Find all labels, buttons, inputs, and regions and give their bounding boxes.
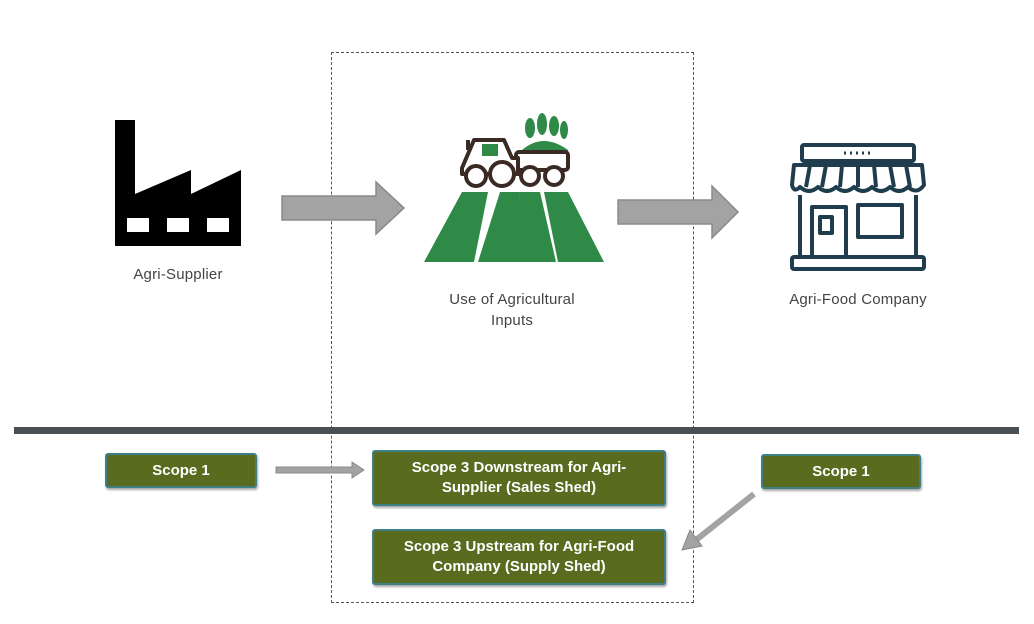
scope1-company-box: Scope 1 xyxy=(761,454,921,489)
inputs-label-line2: Inputs xyxy=(490,312,534,329)
tractor-field-icon xyxy=(424,113,604,262)
supplier-label: Agri-Supplier xyxy=(133,266,223,283)
scope3-downstream-line1: Scope 3 Downstream for Agri- xyxy=(411,459,627,476)
flow-arrow-2 xyxy=(617,184,740,240)
scope3-upstream-line2: Company (Supply Shed) xyxy=(432,558,606,575)
flow-arrow-1 xyxy=(281,180,406,236)
storefront-icon xyxy=(790,143,926,271)
scope3-upstream-line1: Scope 3 Upstream for Agri-Food xyxy=(403,538,635,555)
scope3-downstream-box: Scope 3 Downstream for Agri- Supplier (S… xyxy=(372,450,666,506)
dashed-focus-region xyxy=(331,52,694,603)
scope1-supplier-box: Scope 1 xyxy=(105,453,257,488)
scope-arrow-downstream xyxy=(275,461,365,479)
factory-icon xyxy=(115,120,241,246)
section-divider xyxy=(14,427,1019,434)
scope-arrow-upstream xyxy=(681,491,756,551)
scope3-downstream-line2: Supplier (Sales Shed) xyxy=(441,479,597,496)
scope1-supplier-label: Scope 1 xyxy=(152,461,210,479)
scope1-company-label: Scope 1 xyxy=(812,462,870,480)
inputs-label-line1: Use of Agricultural xyxy=(449,291,575,308)
company-label: Agri-Food Company xyxy=(789,291,927,308)
scope3-upstream-box: Scope 3 Upstream for Agri-Food Company (… xyxy=(372,529,666,585)
